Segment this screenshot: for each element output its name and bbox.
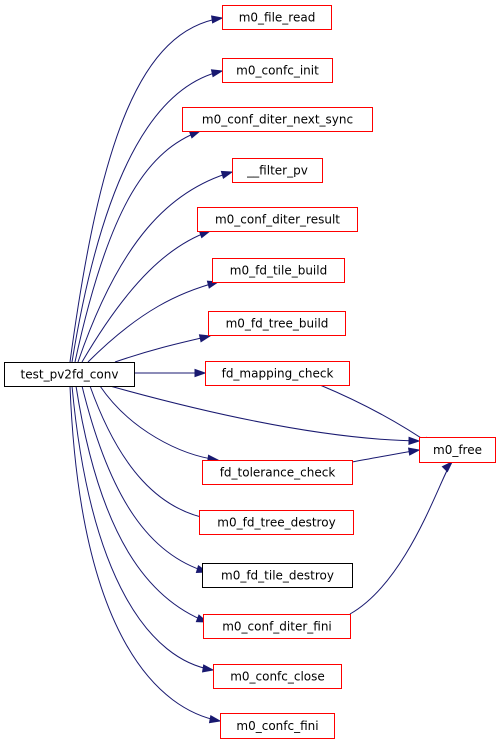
edge-line [69,385,221,722]
node-label: m0_conf_diter_result [215,213,340,227]
node-box [4,362,135,387]
node-m0-fd-tile-build[interactable]: m0_fd_tile_build [212,258,345,283]
node-box [212,258,345,283]
node-label: __filter_pv [246,164,308,178]
node-box [197,207,358,232]
node-m0-conf-diter-fini[interactable]: m0_conf_diter_fini [203,614,351,639]
node-label: m0_fd_tile_destroy [221,569,334,583]
node-label: m0_free [433,443,482,457]
node-label: m0_fd_tree_destroy [217,516,335,530]
node-label: m0_file_read [239,11,316,25]
node-box [208,311,346,336]
node-label: m0_confc_init [236,64,319,78]
node-m0-confc-fini[interactable]: m0_confc_fini [220,713,335,739]
node-m0-confc-close[interactable]: m0_confc_close [213,664,342,689]
node-m0-conf-diter-result[interactable]: m0_conf_diter_result [197,207,358,232]
node-m0-free[interactable]: m0_free [419,437,496,463]
node-box [419,437,496,463]
edge-line [81,230,211,363]
node-box [203,614,351,639]
edge-line [77,171,233,363]
node-label: fd_mapping_check [222,367,334,381]
edge-line [89,385,211,520]
edge-test_pv2fd_conv-to-m0_file_read [69,15,224,363]
node-box [199,510,354,535]
node-m0-conf-diter-next-sync[interactable]: m0_conf_diter_next_sync [182,107,373,132]
node-box [220,713,335,739]
edge-test_pv2fd_conv-to-fd_mapping_check [134,368,207,378]
edge-line [99,385,219,461]
edge-line [87,281,219,363]
edge-test_pv2fd_conv-to-m0_fd_tree_build [114,334,212,363]
node-label: m0_confc_close [230,670,325,684]
edge-test_pv2fd_conv-to-m0_confc_init [71,69,224,363]
node-m0-fd-tree-destroy[interactable]: m0_fd_tree_destroy [199,510,354,535]
arrowhead-icon [408,436,421,446]
node-m0-file-read[interactable]: m0_file_read [222,5,332,30]
arrowhead-icon [211,15,224,24]
edge-fd_tolerance_check-to-m0_free [351,447,421,463]
edge-line [81,385,208,573]
node-box [202,460,353,485]
arrowhead-icon [201,664,215,673]
edge-line [69,17,223,363]
node-label: m0_conf_diter_next_sync [202,113,353,127]
edge-test_pv2fd_conv-to-__filter_pv [77,170,234,363]
node-box [222,5,332,30]
arrowhead-icon [220,170,234,179]
node-label: fd_tolerance_check [220,466,336,480]
node-label: m0_fd_tree_build [226,317,329,331]
arrowhead-icon [210,69,224,78]
edge-line [109,385,420,442]
node-fd-tolerance-check[interactable]: fd_tolerance_check [202,460,353,485]
edge-line [75,385,208,623]
edge-test_pv2fd_conv-to-m0_confc_fini [69,385,222,724]
edge-line [71,70,223,363]
edge-line [74,130,201,363]
arrowhead-icon [208,714,222,724]
node-box [182,107,373,132]
arrowhead-icon [441,460,454,473]
edge-test_pv2fd_conv-to-m0_free [109,385,421,446]
node-label: m0_confc_fini [236,719,318,733]
node-box [205,361,350,386]
node-box [222,58,333,83]
node-label: test_pv2fd_conv [21,368,119,382]
node-label: m0_conf_diter_fini [222,620,332,634]
node-m0-fd-tree-build[interactable]: m0_fd_tree_build [208,311,346,336]
edge-test_pv2fd_conv-to-m0_confc_close [71,385,215,673]
node-box [213,664,342,689]
node-box [232,158,323,183]
node-m0-fd-tile-destroy: m0_fd_tile_destroy [202,563,353,588]
node-fd-mapping-check[interactable]: fd_mapping_check [205,361,350,386]
node-test-pv2fd-conv: test_pv2fd_conv [4,362,135,387]
node-box [202,563,353,588]
arrowhead-icon [407,447,421,456]
arrowhead-icon [194,368,207,378]
node-label: m0_fd_tile_build [230,264,327,278]
edge-line [71,385,214,671]
node-m0-confc-init[interactable]: m0_confc_init [222,58,333,83]
arrowhead-icon [198,334,212,343]
node-layer: test_pv2fd_conv m0_file_read m0_confc_init… [4,5,496,739]
edge-m0_conf_diter_fini-to-m0_free [349,460,454,615]
node-filter-pv[interactable]: __filter_pv [232,158,323,183]
